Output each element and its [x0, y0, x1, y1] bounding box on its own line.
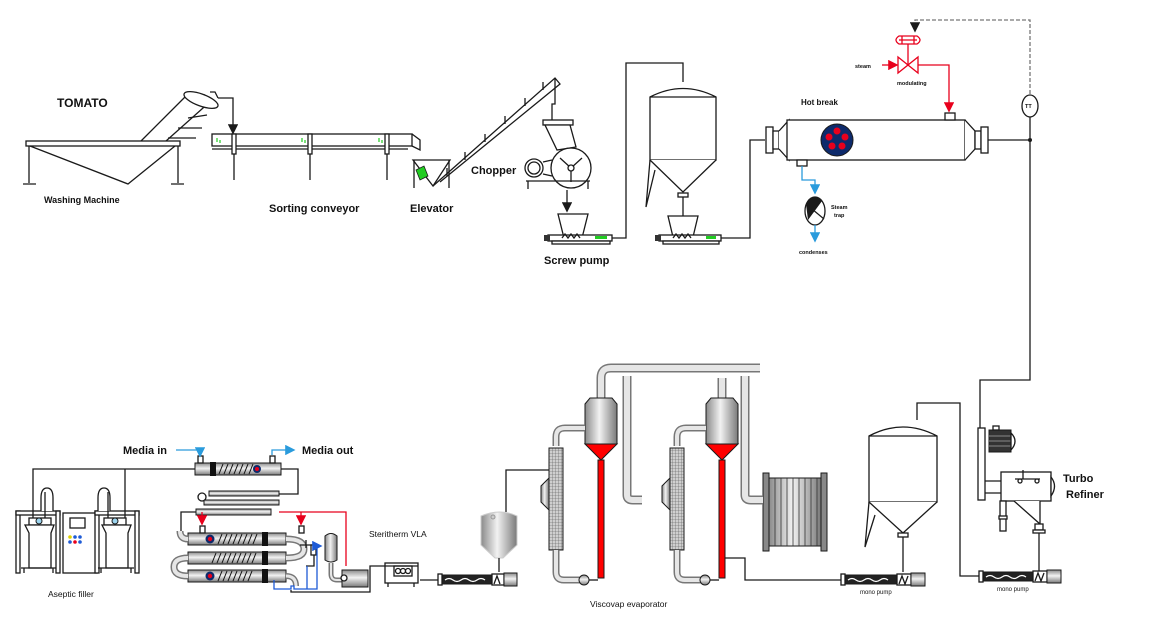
label-mono-pump-1: mono pump — [860, 590, 892, 596]
label-viscovap: Viscovap evaporator — [590, 599, 668, 609]
label-condenses: condenses — [799, 250, 828, 256]
label-steam-trap: Steam — [831, 205, 848, 211]
washing-machine — [23, 91, 219, 185]
buffer-tank-top — [645, 87, 722, 245]
label-aseptic-filler: Aseptic filler — [48, 589, 94, 599]
media-out-line — [271, 444, 296, 456]
tt-tap-point — [1028, 138, 1032, 142]
condensate-line — [801, 166, 821, 195]
mono-pump-1 — [840, 572, 926, 587]
washer-to-conveyor-flow — [218, 97, 239, 135]
feed-tank — [480, 511, 518, 572]
aseptic-filler — [15, 487, 140, 574]
label-steritherm: Steritherm VLA — [369, 529, 427, 539]
label-tt: TT — [1025, 104, 1032, 110]
label-mono-pump-2: mono pump — [997, 587, 1029, 593]
steritherm-pump-unit — [380, 562, 419, 587]
label-media-in: Media in — [123, 445, 167, 457]
evaporator-to-tank-line — [505, 469, 549, 512]
mono-pump-2 — [978, 569, 1062, 584]
hot-break-exchanger — [765, 112, 989, 167]
steritherm-exchanger — [170, 455, 317, 587]
label-refiner: Refiner — [1066, 489, 1105, 501]
refiner-pump-to-tank-line — [916, 402, 979, 577]
condenser — [762, 472, 828, 552]
elevator — [411, 77, 561, 188]
steam-trap — [804, 196, 826, 226]
to-filler-line — [32, 468, 195, 492]
sorting-conveyor — [211, 133, 421, 180]
turbo-refiner — [977, 425, 1056, 534]
label-media-out: Media out — [302, 445, 354, 457]
steritherm-return-line — [290, 565, 380, 593]
chopper — [524, 119, 592, 189]
viscovap-evaporator — [540, 363, 763, 586]
cooler-to-regen-line — [279, 468, 299, 495]
hotbreak-to-refiner-line — [979, 139, 1031, 428]
label-modulating: modulating — [897, 81, 927, 87]
screw-pump-1 — [544, 213, 613, 245]
label-sorting-conveyor: Sorting conveyor — [269, 203, 360, 215]
label-screw-pump: Screw pump — [544, 255, 610, 267]
label-steam: steam — [855, 64, 871, 70]
label-turbo: Turbo — [1063, 473, 1094, 485]
cooling-line — [273, 540, 323, 590]
label-elevator: Elevator — [410, 203, 454, 215]
pump1-to-tank-line — [612, 62, 684, 239]
label-chopper: Chopper — [471, 165, 517, 177]
pump2-to-hotbreak-line — [721, 139, 765, 239]
media-in-line — [176, 447, 206, 458]
feed-mono-pump — [437, 572, 518, 587]
pump-to-evaporator-line — [722, 557, 841, 581]
holding-tube-pump — [324, 533, 369, 588]
label-washing-machine: Washing Machine — [44, 195, 120, 205]
steam-control-valve — [882, 35, 955, 113]
tt-signal-line — [909, 19, 1031, 100]
label-hot-break: Hot break — [801, 98, 838, 107]
label-steam-trap-2: trap — [834, 213, 845, 219]
label-tomato: TOMATO — [57, 96, 108, 110]
buffer-tank-bottom — [864, 426, 938, 572]
